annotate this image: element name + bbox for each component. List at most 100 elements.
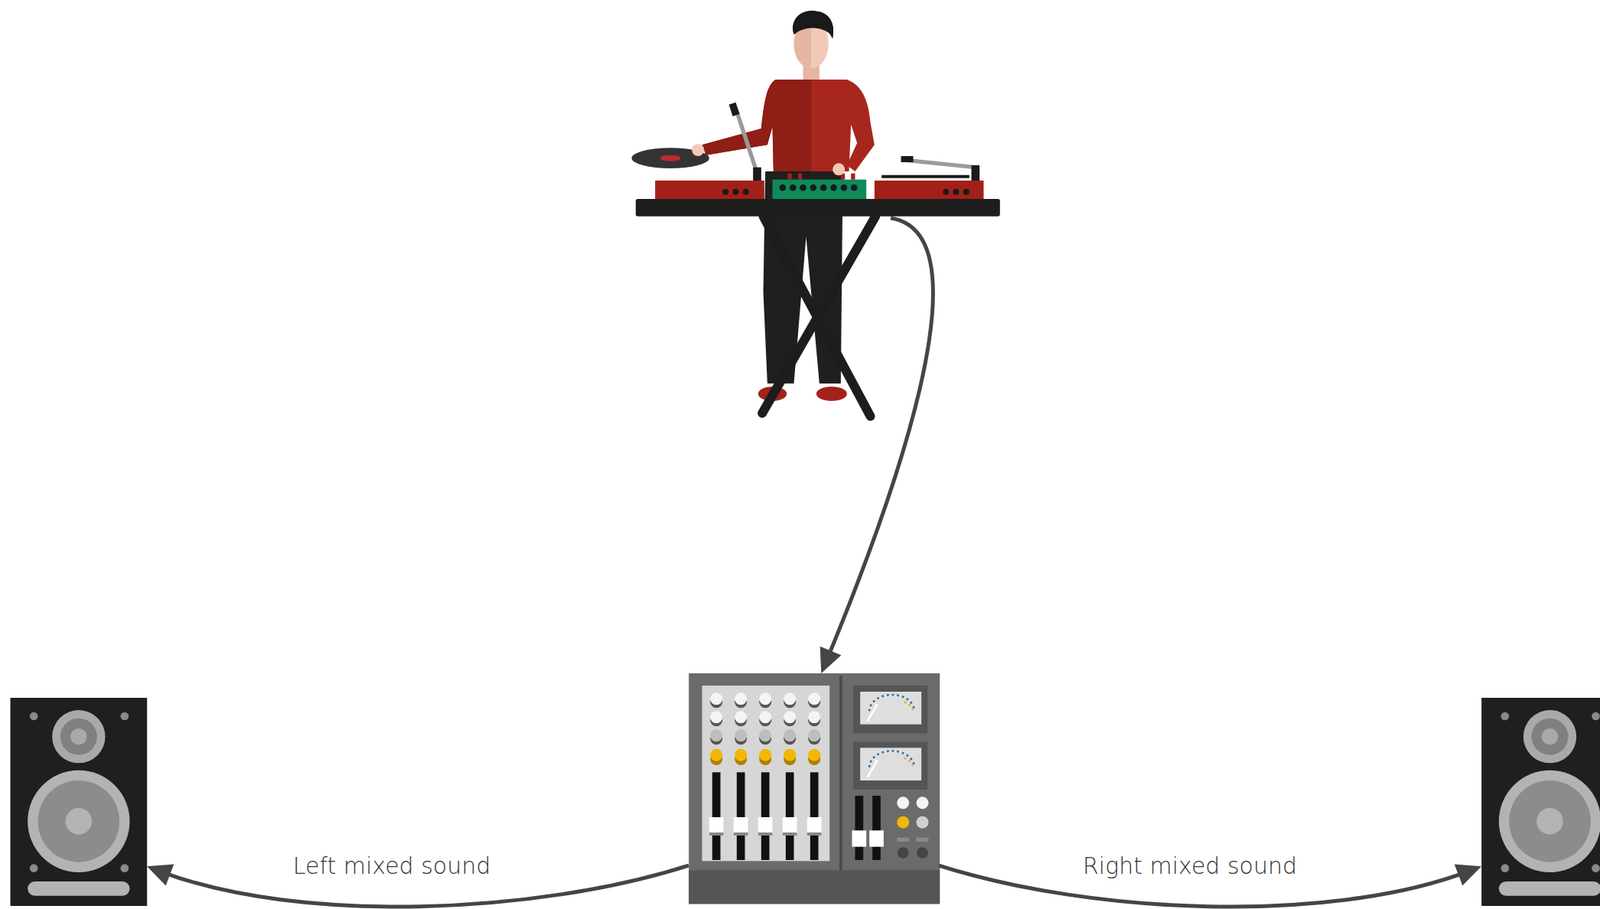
mixing-console-part-part xyxy=(808,749,821,762)
dj-table-part xyxy=(942,189,949,196)
mixing-console xyxy=(688,673,940,904)
dj-table-part xyxy=(789,184,797,192)
mixing-console-part-part xyxy=(736,772,746,861)
dj-table xyxy=(632,102,1001,417)
mixing-console-part-part xyxy=(733,817,749,835)
mixing-console-part-part xyxy=(759,729,772,742)
dj-table-part xyxy=(832,162,845,176)
mixing-console-part-part xyxy=(785,772,795,861)
dj-figure-part xyxy=(702,79,812,172)
mixing-console-part-part xyxy=(782,832,798,836)
dj-table-part xyxy=(850,184,858,192)
mixing-console-part-part xyxy=(807,832,822,836)
right-speaker-drawing-part xyxy=(1481,697,1600,906)
mixing-console-part-part xyxy=(733,832,749,836)
mixing-console-part-part xyxy=(734,710,747,724)
mixing-console-part-part xyxy=(807,817,822,835)
mixing-console-part-part xyxy=(758,817,773,835)
mixing-console-part xyxy=(916,847,929,859)
right-speaker-drawing-part xyxy=(1501,712,1510,721)
mixing-console-part xyxy=(904,701,915,711)
dj-table-part xyxy=(635,198,1001,217)
mixing-console-part-part xyxy=(808,692,821,705)
edge-label: Left mixed sound xyxy=(293,852,491,880)
mixing-console-part xyxy=(916,837,929,842)
left-speaker-drawing-part xyxy=(120,712,130,721)
mixing-console-part xyxy=(853,741,928,790)
dj-table-part xyxy=(820,184,828,192)
dj-table-part xyxy=(742,189,750,196)
dj-table-part xyxy=(660,155,682,162)
dj-table-part xyxy=(799,184,807,192)
mixing-console-part xyxy=(688,673,940,904)
dj-table-part xyxy=(840,184,848,192)
signal-connector xyxy=(820,218,934,674)
mixing-console-part xyxy=(896,837,910,842)
mixing-console-part-part xyxy=(709,817,724,835)
dj-table-part xyxy=(963,189,970,196)
mixing-console-part xyxy=(916,796,929,809)
right-speaker-drawing-part xyxy=(1541,728,1558,745)
arrow-head xyxy=(820,646,842,674)
audio-mixer xyxy=(688,673,939,904)
mixing-console-part xyxy=(702,685,831,861)
arrow-head xyxy=(1454,864,1482,887)
dj-table-part xyxy=(830,184,838,192)
mixing-console-part xyxy=(896,816,910,829)
mixing-console-part-part xyxy=(759,692,772,705)
right-speaker-drawing-part xyxy=(1536,808,1564,835)
left-speaker-drawing-part xyxy=(29,712,39,721)
dj-table-part xyxy=(654,180,765,199)
dj-table-part xyxy=(874,180,985,199)
right-speaker-drawing-part xyxy=(1523,710,1577,763)
mixing-console-part-part xyxy=(783,692,796,705)
right-speaker-drawing-part xyxy=(1501,863,1510,873)
mixing-console-part-part xyxy=(710,710,723,724)
mixing-console-part xyxy=(710,749,821,766)
mixing-console-part xyxy=(872,795,881,861)
mixing-console-part-part xyxy=(808,710,821,724)
mixing-console-part-part xyxy=(783,710,796,724)
left-speaker-drawing-part xyxy=(120,863,130,873)
left-speaker xyxy=(9,697,147,906)
dj-table-part xyxy=(810,184,818,192)
left-speaker-drawing-part xyxy=(70,728,87,745)
dj-table-part xyxy=(733,189,740,196)
left-speaker-drawing-part xyxy=(10,697,148,906)
right-speaker-drawing xyxy=(1481,697,1600,906)
arrow-head xyxy=(146,864,174,887)
mixing-console-part-part xyxy=(734,692,747,705)
mixing-console-part-part xyxy=(710,692,723,705)
mixing-console-part-part xyxy=(782,817,798,835)
dj-table-part xyxy=(901,156,914,163)
connector-line xyxy=(827,218,933,660)
mixing-console-part xyxy=(710,692,821,745)
left-speaker-drawing-part xyxy=(52,710,105,763)
mixing-console-part-part xyxy=(709,832,724,836)
right-speaker-drawing-part xyxy=(1508,780,1591,863)
dj-table-part xyxy=(752,167,762,181)
mixing-console-part-part xyxy=(734,729,747,742)
left-speaker-drawing xyxy=(10,697,148,906)
mixing-console-part-part xyxy=(783,749,796,762)
mixing-console-part-part xyxy=(810,772,819,861)
left-speaker-drawing-part xyxy=(27,770,130,873)
dj-table-part xyxy=(881,175,970,179)
mixing-console-part xyxy=(867,703,878,722)
right-speaker xyxy=(1481,697,1600,906)
mixing-console-part xyxy=(867,759,878,778)
mixing-console-part xyxy=(916,816,929,829)
dj-table-part xyxy=(798,173,802,180)
right-speaker-drawing-part xyxy=(1591,863,1600,873)
mixing-console-part-part xyxy=(759,749,772,762)
mixing-console-part-part xyxy=(808,729,821,742)
mixing-console-part xyxy=(869,830,884,847)
mixing-console-part xyxy=(897,847,910,859)
dj-table-part xyxy=(779,184,787,192)
dj-booth xyxy=(630,9,1001,219)
dj-table-part xyxy=(762,216,876,414)
right-speaker-drawing-part xyxy=(1531,718,1569,756)
mixing-console-part xyxy=(855,795,864,861)
mixing-console-part xyxy=(688,870,940,904)
